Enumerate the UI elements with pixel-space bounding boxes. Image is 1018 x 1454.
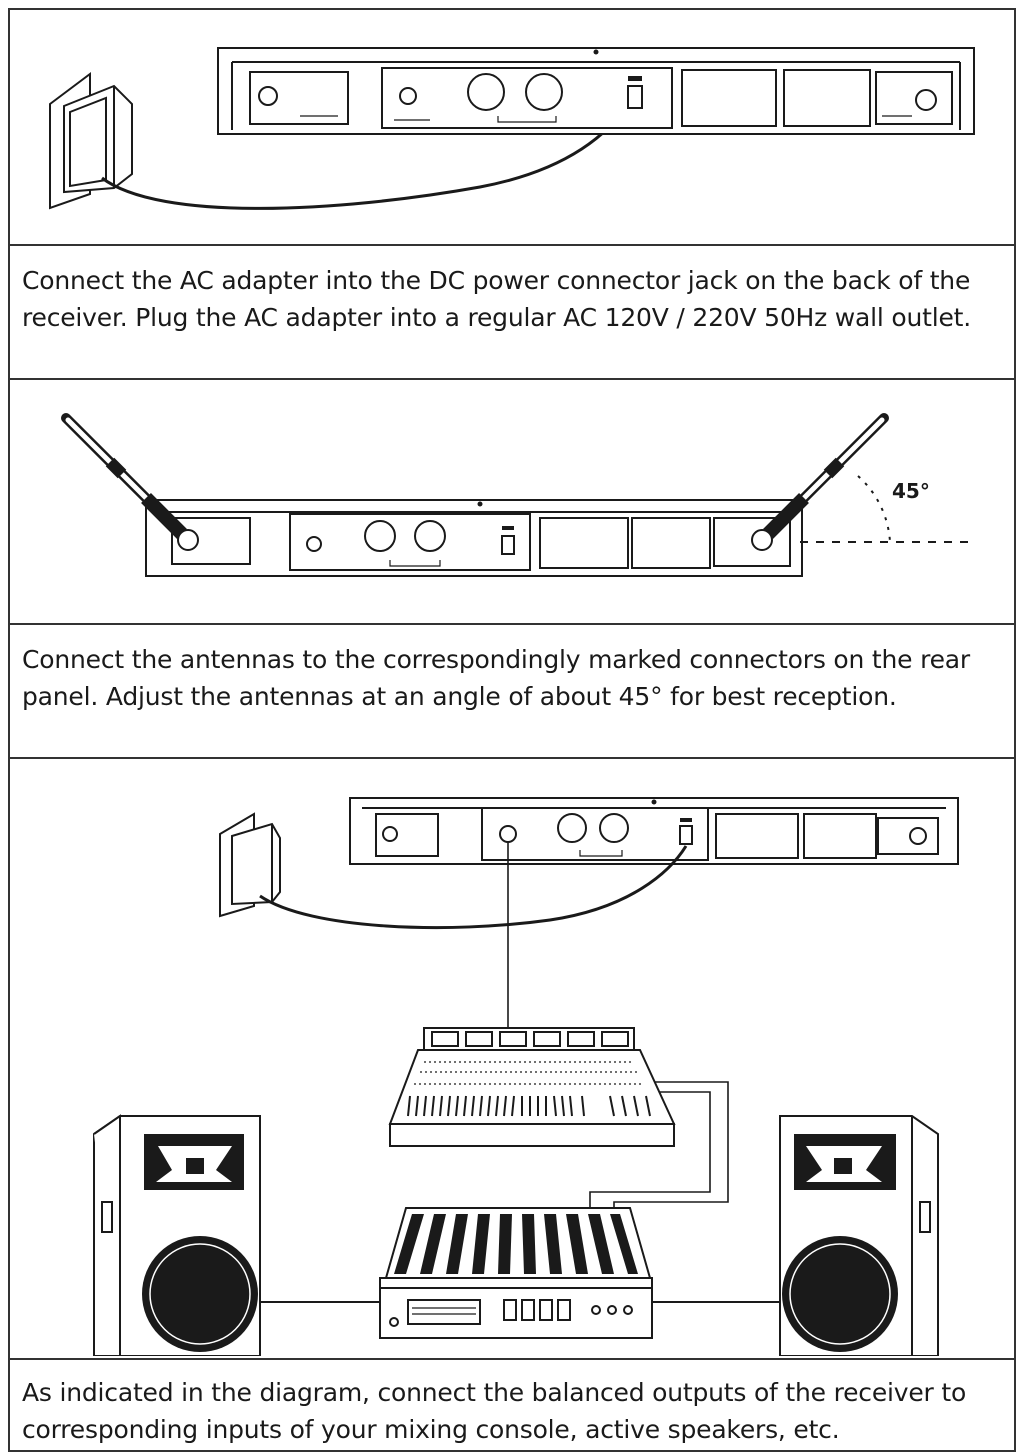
mixing-console-icon [388, 1027, 676, 1147]
output-cable [507, 842, 510, 1047]
receiver-rear-panel-icon [217, 47, 975, 135]
power-cable [259, 845, 688, 930]
figure-power-connection [10, 12, 1014, 244]
section-divider [8, 378, 1016, 380]
power-amplifier-icon [379, 1207, 653, 1339]
figure-system-connection [10, 762, 1014, 1356]
step-1-caption: Connect the AC adapter into the DC power… [22, 266, 972, 332]
power-cable [101, 99, 634, 210]
figure-antenna-connection: 45° [10, 384, 1014, 618]
angle-arc [857, 475, 891, 543]
ac-adapter-icon [219, 812, 281, 918]
section-divider [8, 623, 1016, 625]
receiver-rear-panel-icon [145, 499, 803, 577]
ac-adapter-icon [49, 72, 133, 210]
system-connection-diagram [93, 797, 959, 1356]
right-speaker-icon [779, 1115, 939, 1356]
step-2-caption: Connect the antennas to the correspondin… [22, 645, 970, 711]
left-antenna-icon [61, 413, 199, 551]
angle-label: 45° [892, 479, 930, 503]
left-speaker-icon [93, 1114, 261, 1356]
manual-page-frame [8, 8, 1016, 1452]
receiver-rear-panel-icon [349, 797, 959, 865]
right-antenna-icon [751, 413, 889, 551]
antenna-connection-diagram: 45° [61, 413, 970, 577]
section-divider [8, 1358, 1016, 1360]
section-divider [8, 244, 1016, 246]
power-connection-diagram [49, 47, 975, 210]
section-divider [8, 757, 1016, 759]
step-3-caption: As indicated in the diagram, connect the… [22, 1378, 967, 1444]
